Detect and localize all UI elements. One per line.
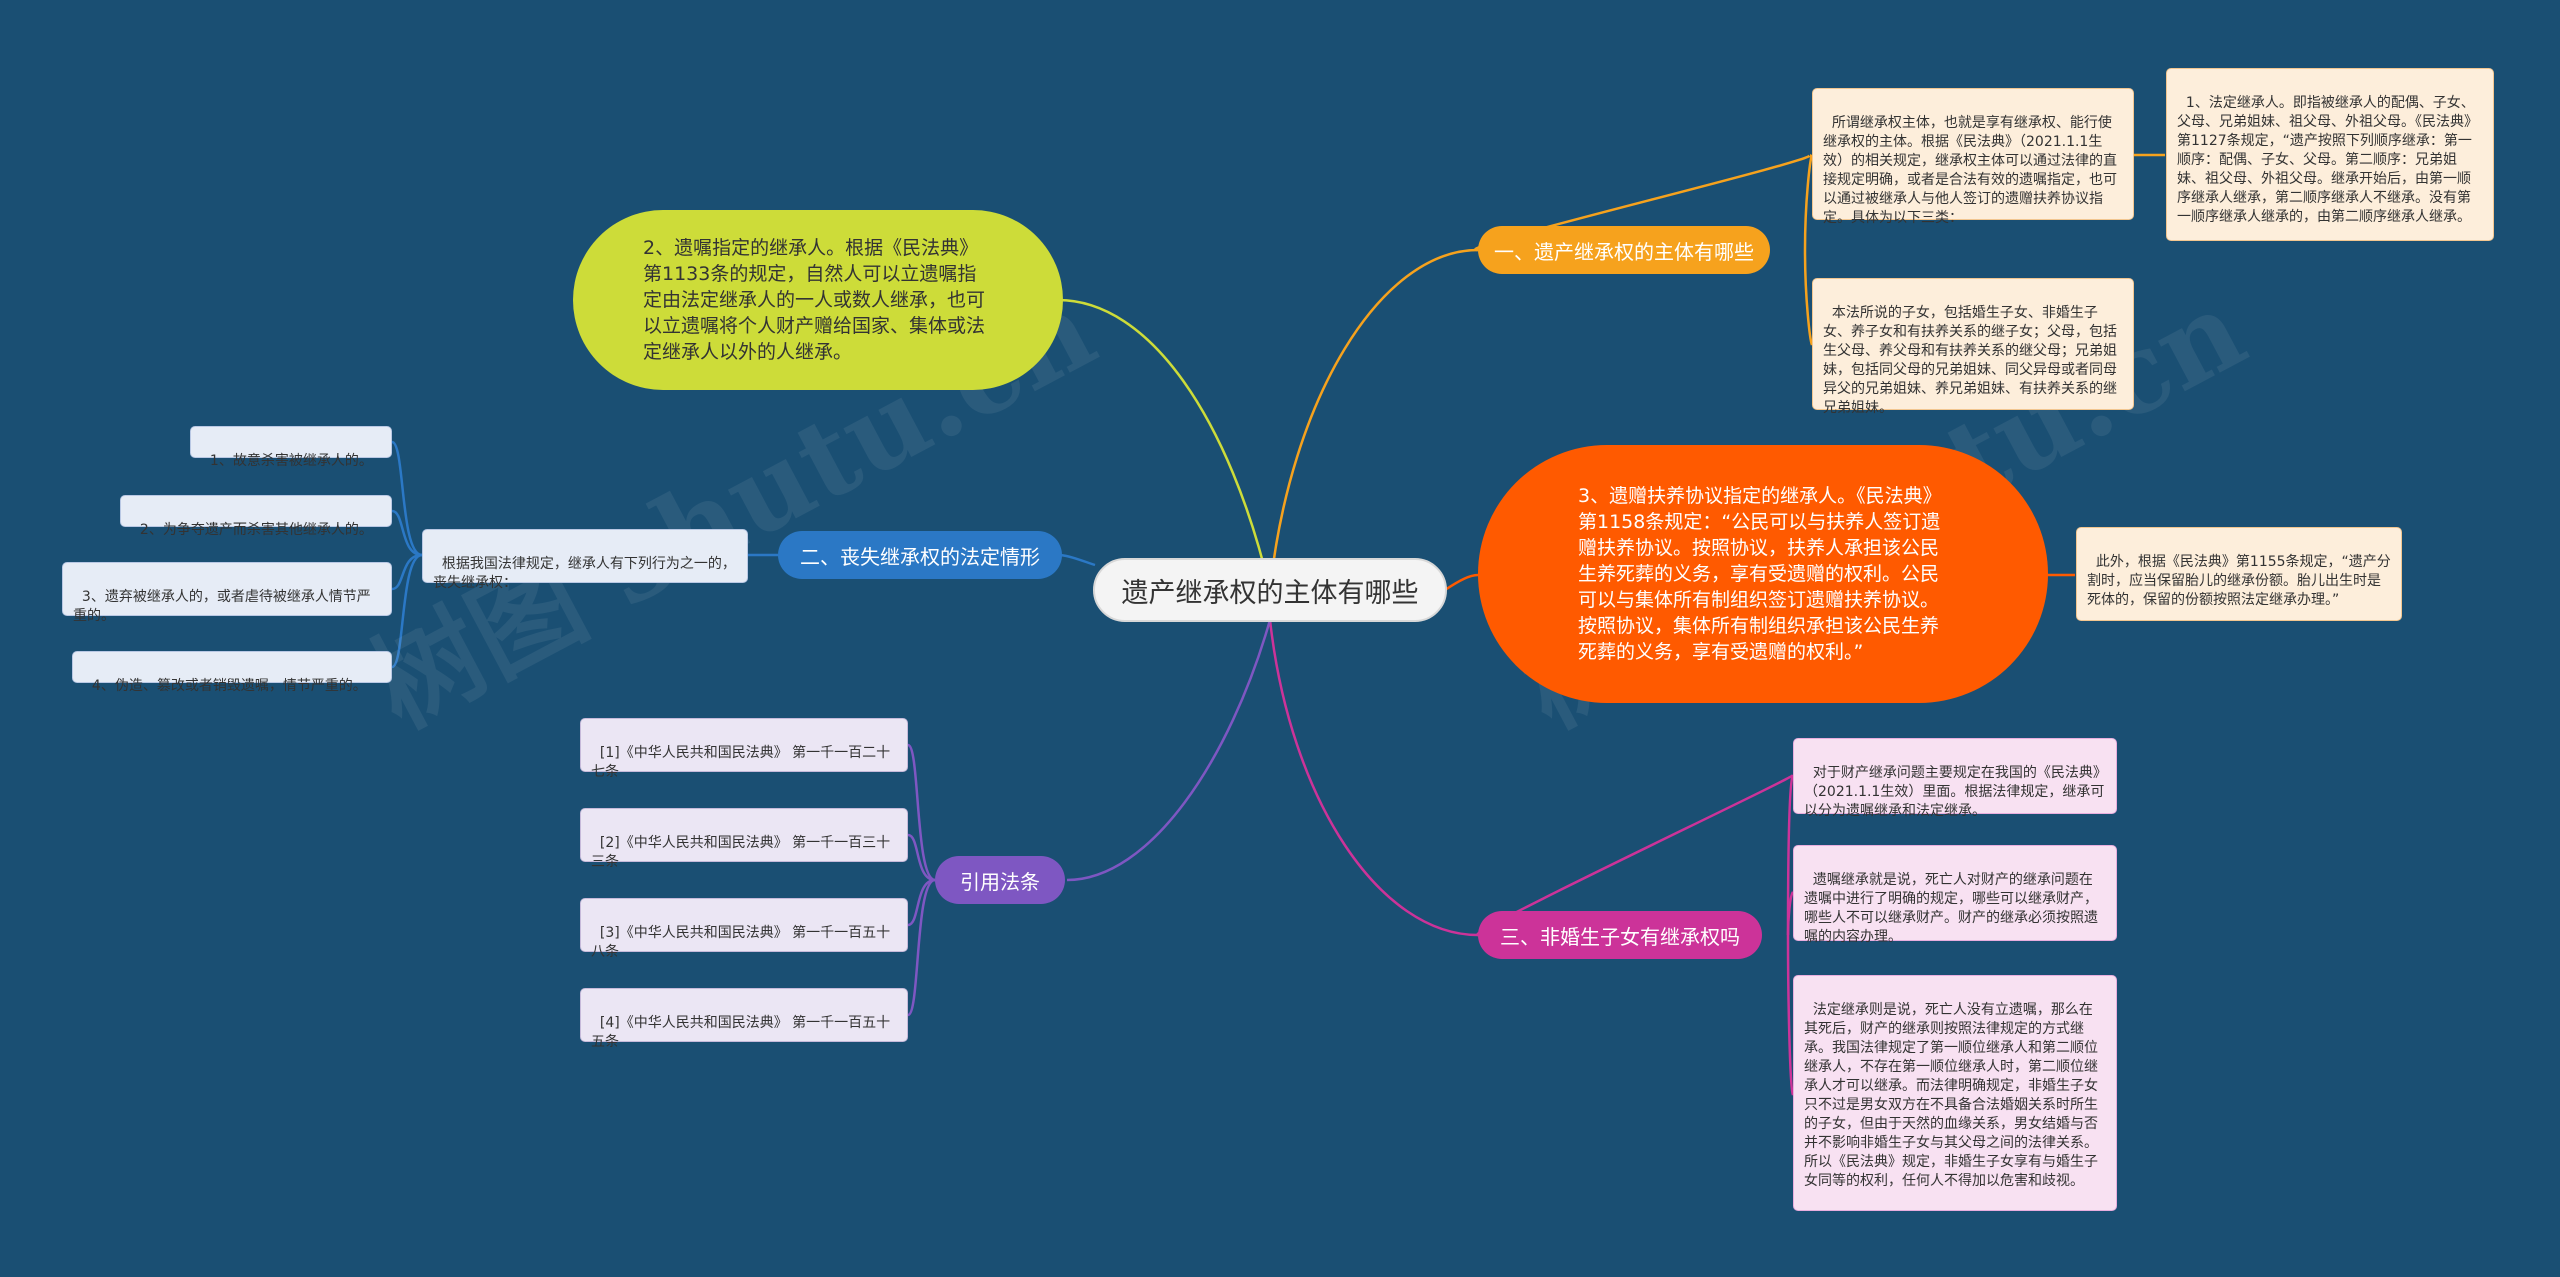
b2-grandchild-2[interactable]: 2、为争夺遗产而杀害其他继承人的。 xyxy=(120,495,392,538)
b4-statute-3[interactable]: [3]《中华人民共和国民法典》 第一千一百五十八条 xyxy=(580,898,908,960)
bubble-text: 2、遗嘱指定的继承人。根据《民法典》第1133条的规定，自然人可以立遗嘱指定由法… xyxy=(643,237,986,363)
link-b4-c4 xyxy=(906,878,936,1017)
leaf-text: 法定继承则是说，死亡人没有立遗嘱，那么在其死后，财产的继承则按照法律规定的方式继… xyxy=(1804,1002,2098,1189)
link-b2c-gc1 xyxy=(391,440,423,557)
link-b4-c1 xyxy=(906,743,936,882)
link-b4-c2 xyxy=(907,833,936,882)
b1-child-intro[interactable]: 所谓继承权主体，也就是享有继承权、能行使继承权的主体。根据《民法典》（2021.… xyxy=(1812,88,2134,226)
b2-grandchild-1[interactable]: 1、故意杀害被继承人的。 xyxy=(190,426,392,469)
link-root-b1 xyxy=(1268,248,1479,591)
branch-label: 二、丧失继承权的法定情形 xyxy=(800,544,1040,569)
link-b1-c1a xyxy=(1803,154,1814,251)
link-root-orange xyxy=(1444,573,1479,592)
leaf-text: 对于财产继承问题主要规定在我国的《民法典》（2021.1.1生效）里面。根据法律… xyxy=(1804,765,2105,819)
branch-cited-statutes[interactable]: 引用法条 xyxy=(935,856,1065,904)
b3-child-will-inheritance[interactable]: 遗嘱继承就是说，死亡人对财产的继承问题在遗嘱中进行了明确的规定，哪些可以继承财产… xyxy=(1793,845,2117,945)
leaf-text: 此外，根据《民法典》第1155条规定，“遗产分割时，应当保留胎儿的继承份额。胎儿… xyxy=(2087,554,2391,608)
leaf-text: 本法所说的子女，包括婚生子女、非婚生子女、养子女和有扶养关系的继子女；父母，包括… xyxy=(1823,305,2117,416)
root-topic-label: 遗产继承权的主体有哪些 xyxy=(1121,577,1419,609)
branch-loss-of-inheritance[interactable]: 二、丧失继承权的法定情形 xyxy=(778,531,1062,579)
branch-illegitimate-children[interactable]: 三、非婚生子女有继承权吗 xyxy=(1478,911,1762,959)
leaf-text: [1]《中华人民共和国民法典》 第一千一百二十七条 xyxy=(591,745,891,780)
branch-label: 一、遗产继承权的主体有哪些 xyxy=(1494,239,1754,264)
bubble-text: 3、遗赠扶养协议指定的继承人。《民法典》第1158条规定：“公民可以与扶养人签订… xyxy=(1578,485,1942,663)
bubble-bequest-support-agreement[interactable]: 3、遗赠扶养协议指定的继承人。《民法典》第1158条规定：“公民可以与扶养人签订… xyxy=(1478,445,2048,703)
link-root-b3 xyxy=(1268,619,1479,937)
leaf-text: 2、为争夺遗产而杀害其他继承人的。 xyxy=(139,522,373,538)
leaf-text: 3、遗弃被继承人的，或者虐待被继承人情节严重的。 xyxy=(73,589,371,624)
b2-grandchild-4[interactable]: 4、伪造、篡改或者销毁遗嘱，情节严重的。 xyxy=(72,651,392,694)
link-root-b4 xyxy=(1066,619,1272,882)
leaf-text: 遗嘱继承就是说，死亡人对财产的继承问题在遗嘱中进行了明确的规定，哪些可以继承财产… xyxy=(1804,872,2098,945)
link-b2c-gc4 xyxy=(391,553,423,669)
orange-child-fetus-share[interactable]: 此外，根据《民法典》第1155条规定，“遗产分割时，应当保留胎儿的继承份额。胎儿… xyxy=(2076,527,2402,621)
link-root-b2 xyxy=(1059,553,1096,567)
branch-label: 引用法条 xyxy=(960,869,1040,894)
b2-child-legal-rule[interactable]: 根据我国法律规定，继承人有下列行为之一的，丧失继承权： xyxy=(422,529,748,591)
link-b3-c3 xyxy=(1786,934,1795,1096)
leaf-text: 4、伪造、篡改或者销毁遗嘱，情节严重的。 xyxy=(91,678,367,694)
link-root-yellow xyxy=(1057,298,1272,591)
b4-statute-2[interactable]: [2]《中华人民共和国民法典》 第一千一百三十三条 xyxy=(580,808,908,870)
b1-grandchild-legal-heirs[interactable]: 1、法定继承人。即指被继承人的配偶、子女、父母、兄弟姐妹、祖父母、外祖父母。《民… xyxy=(2166,68,2494,241)
root-topic[interactable]: 遗产继承权的主体有哪些 xyxy=(1093,558,1447,622)
link-b1-c2 xyxy=(1803,249,1814,346)
leaf-text: 根据我国法律规定，继承人有下列行为之一的，丧失继承权： xyxy=(433,556,736,591)
b2-grandchild-3[interactable]: 3、遗弃被继承人的，或者虐待被继承人情节严重的。 xyxy=(62,562,392,624)
b1-child-relatives[interactable]: 本法所说的子女，包括婚生子女、非婚生子女、养子女和有扶养关系的继子女；父母，包括… xyxy=(1812,278,2134,416)
link-b3-c2 xyxy=(1786,891,1795,936)
link-b2c-gc2 xyxy=(391,509,423,557)
leaf-text: [3]《中华人民共和国民法典》 第一千一百五十八条 xyxy=(591,925,891,960)
b4-statute-1[interactable]: [1]《中华人民共和国民法典》 第一千一百二十七条 xyxy=(580,718,908,780)
b3-child-overview[interactable]: 对于财产继承问题主要规定在我国的《民法典》（2021.1.1生效）里面。根据法律… xyxy=(1793,738,2117,819)
leaf-text: 1、故意杀害被继承人的。 xyxy=(209,453,373,469)
leaf-text: [4]《中华人民共和国民法典》 第一千一百五十五条 xyxy=(591,1015,891,1050)
branch-label: 三、非婚生子女有继承权吗 xyxy=(1500,924,1740,949)
bubble-will-designated-heir[interactable]: 2、遗嘱指定的继承人。根据《民法典》第1133条的规定，自然人可以立遗嘱指定由法… xyxy=(573,210,1063,390)
leaf-text: 1、法定继承人。即指被继承人的配偶、子女、父母、兄弟姐妹、祖父母、外祖父母。《民… xyxy=(2177,95,2478,225)
branch-subject-of-inheritance[interactable]: 一、遗产继承权的主体有哪些 xyxy=(1478,226,1770,274)
b4-statute-4[interactable]: [4]《中华人民共和国民法典》 第一千一百五十五条 xyxy=(580,988,908,1050)
b3-child-statutory-inheritance[interactable]: 法定继承则是说，死亡人没有立遗嘱，那么在其死后，财产的继承则按照法律规定的方式继… xyxy=(1793,975,2117,1211)
leaf-text: [2]《中华人民共和国民法典》 第一千一百三十三条 xyxy=(591,835,891,870)
leaf-text: 所谓继承权主体，也就是享有继承权、能行使继承权的主体。根据《民法典》（2021.… xyxy=(1823,115,2117,226)
link-b3-c1a xyxy=(1786,774,1795,936)
